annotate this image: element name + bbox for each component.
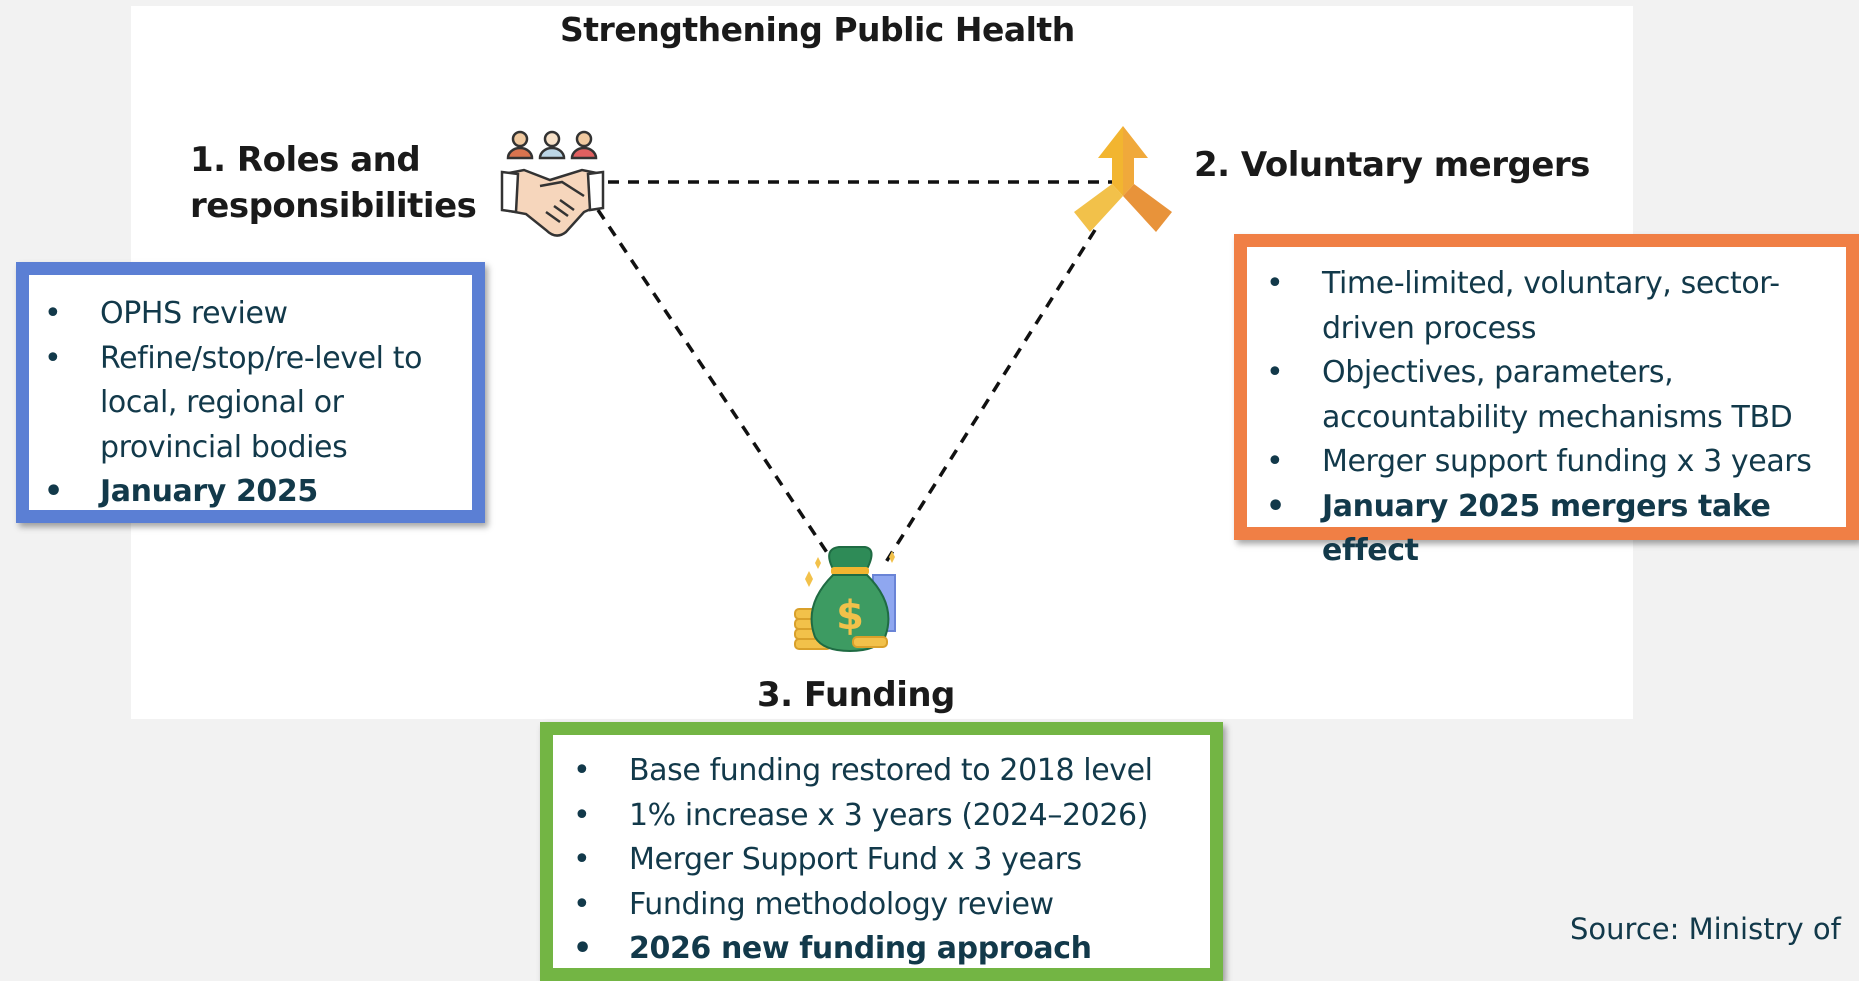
list-item: Merger support funding x 3 years <box>1256 440 1846 485</box>
funding-highlight: 2026 new funding approach <box>563 927 1210 972</box>
list-item: OPHS review <box>34 292 472 337</box>
mergers-label: 2. Voluntary mergers <box>1194 145 1590 185</box>
funding-box: Base funding restored to 2018 level 1% i… <box>540 722 1223 981</box>
roles-list: OPHS review Refine/stop/re-level to loca… <box>29 275 472 515</box>
mergers-box: Time-limited, voluntary, sector-driven p… <box>1234 234 1859 568</box>
list-item: Merger Support Fund x 3 years <box>563 838 1210 883</box>
list-item: Refine/stop/re-level to local, regional … <box>34 337 472 471</box>
roles-label-line1: 1. Roles and <box>190 140 421 180</box>
roles-box: OPHS review Refine/stop/re-level to loca… <box>16 262 485 523</box>
list-item: Time-limited, voluntary, sector-driven p… <box>1256 262 1846 351</box>
list-item: Funding methodology review <box>563 883 1210 928</box>
line-roles-funding <box>596 209 834 561</box>
mergers-list: Time-limited, voluntary, sector-driven p… <box>1247 247 1846 574</box>
roles-label: 1. Roles and responsibilities <box>190 137 477 229</box>
funding-list: Base funding restored to 2018 level 1% i… <box>553 735 1210 972</box>
list-item: 1% increase x 3 years (2024–2026) <box>563 794 1210 839</box>
line-mergers-funding <box>884 229 1097 563</box>
money-bag-icon: $ <box>794 546 896 653</box>
diagram-title: Strengthening Public Health <box>560 10 1075 49</box>
funding-label: 3. Funding <box>757 675 955 715</box>
handshake-people-icon <box>500 130 605 237</box>
merge-arrow-icon <box>1074 126 1172 232</box>
mergers-highlight: January 2025 mergers take effect <box>1256 485 1846 574</box>
source-note: Source: Ministry of <box>1570 912 1841 946</box>
roles-highlight: January 2025 <box>34 470 472 515</box>
list-item: Base funding restored to 2018 level <box>563 749 1210 794</box>
svg-text:$: $ <box>836 593 864 639</box>
roles-label-line2: responsibilities <box>190 186 477 226</box>
list-item: Objectives, parameters, accountability m… <box>1256 351 1846 440</box>
